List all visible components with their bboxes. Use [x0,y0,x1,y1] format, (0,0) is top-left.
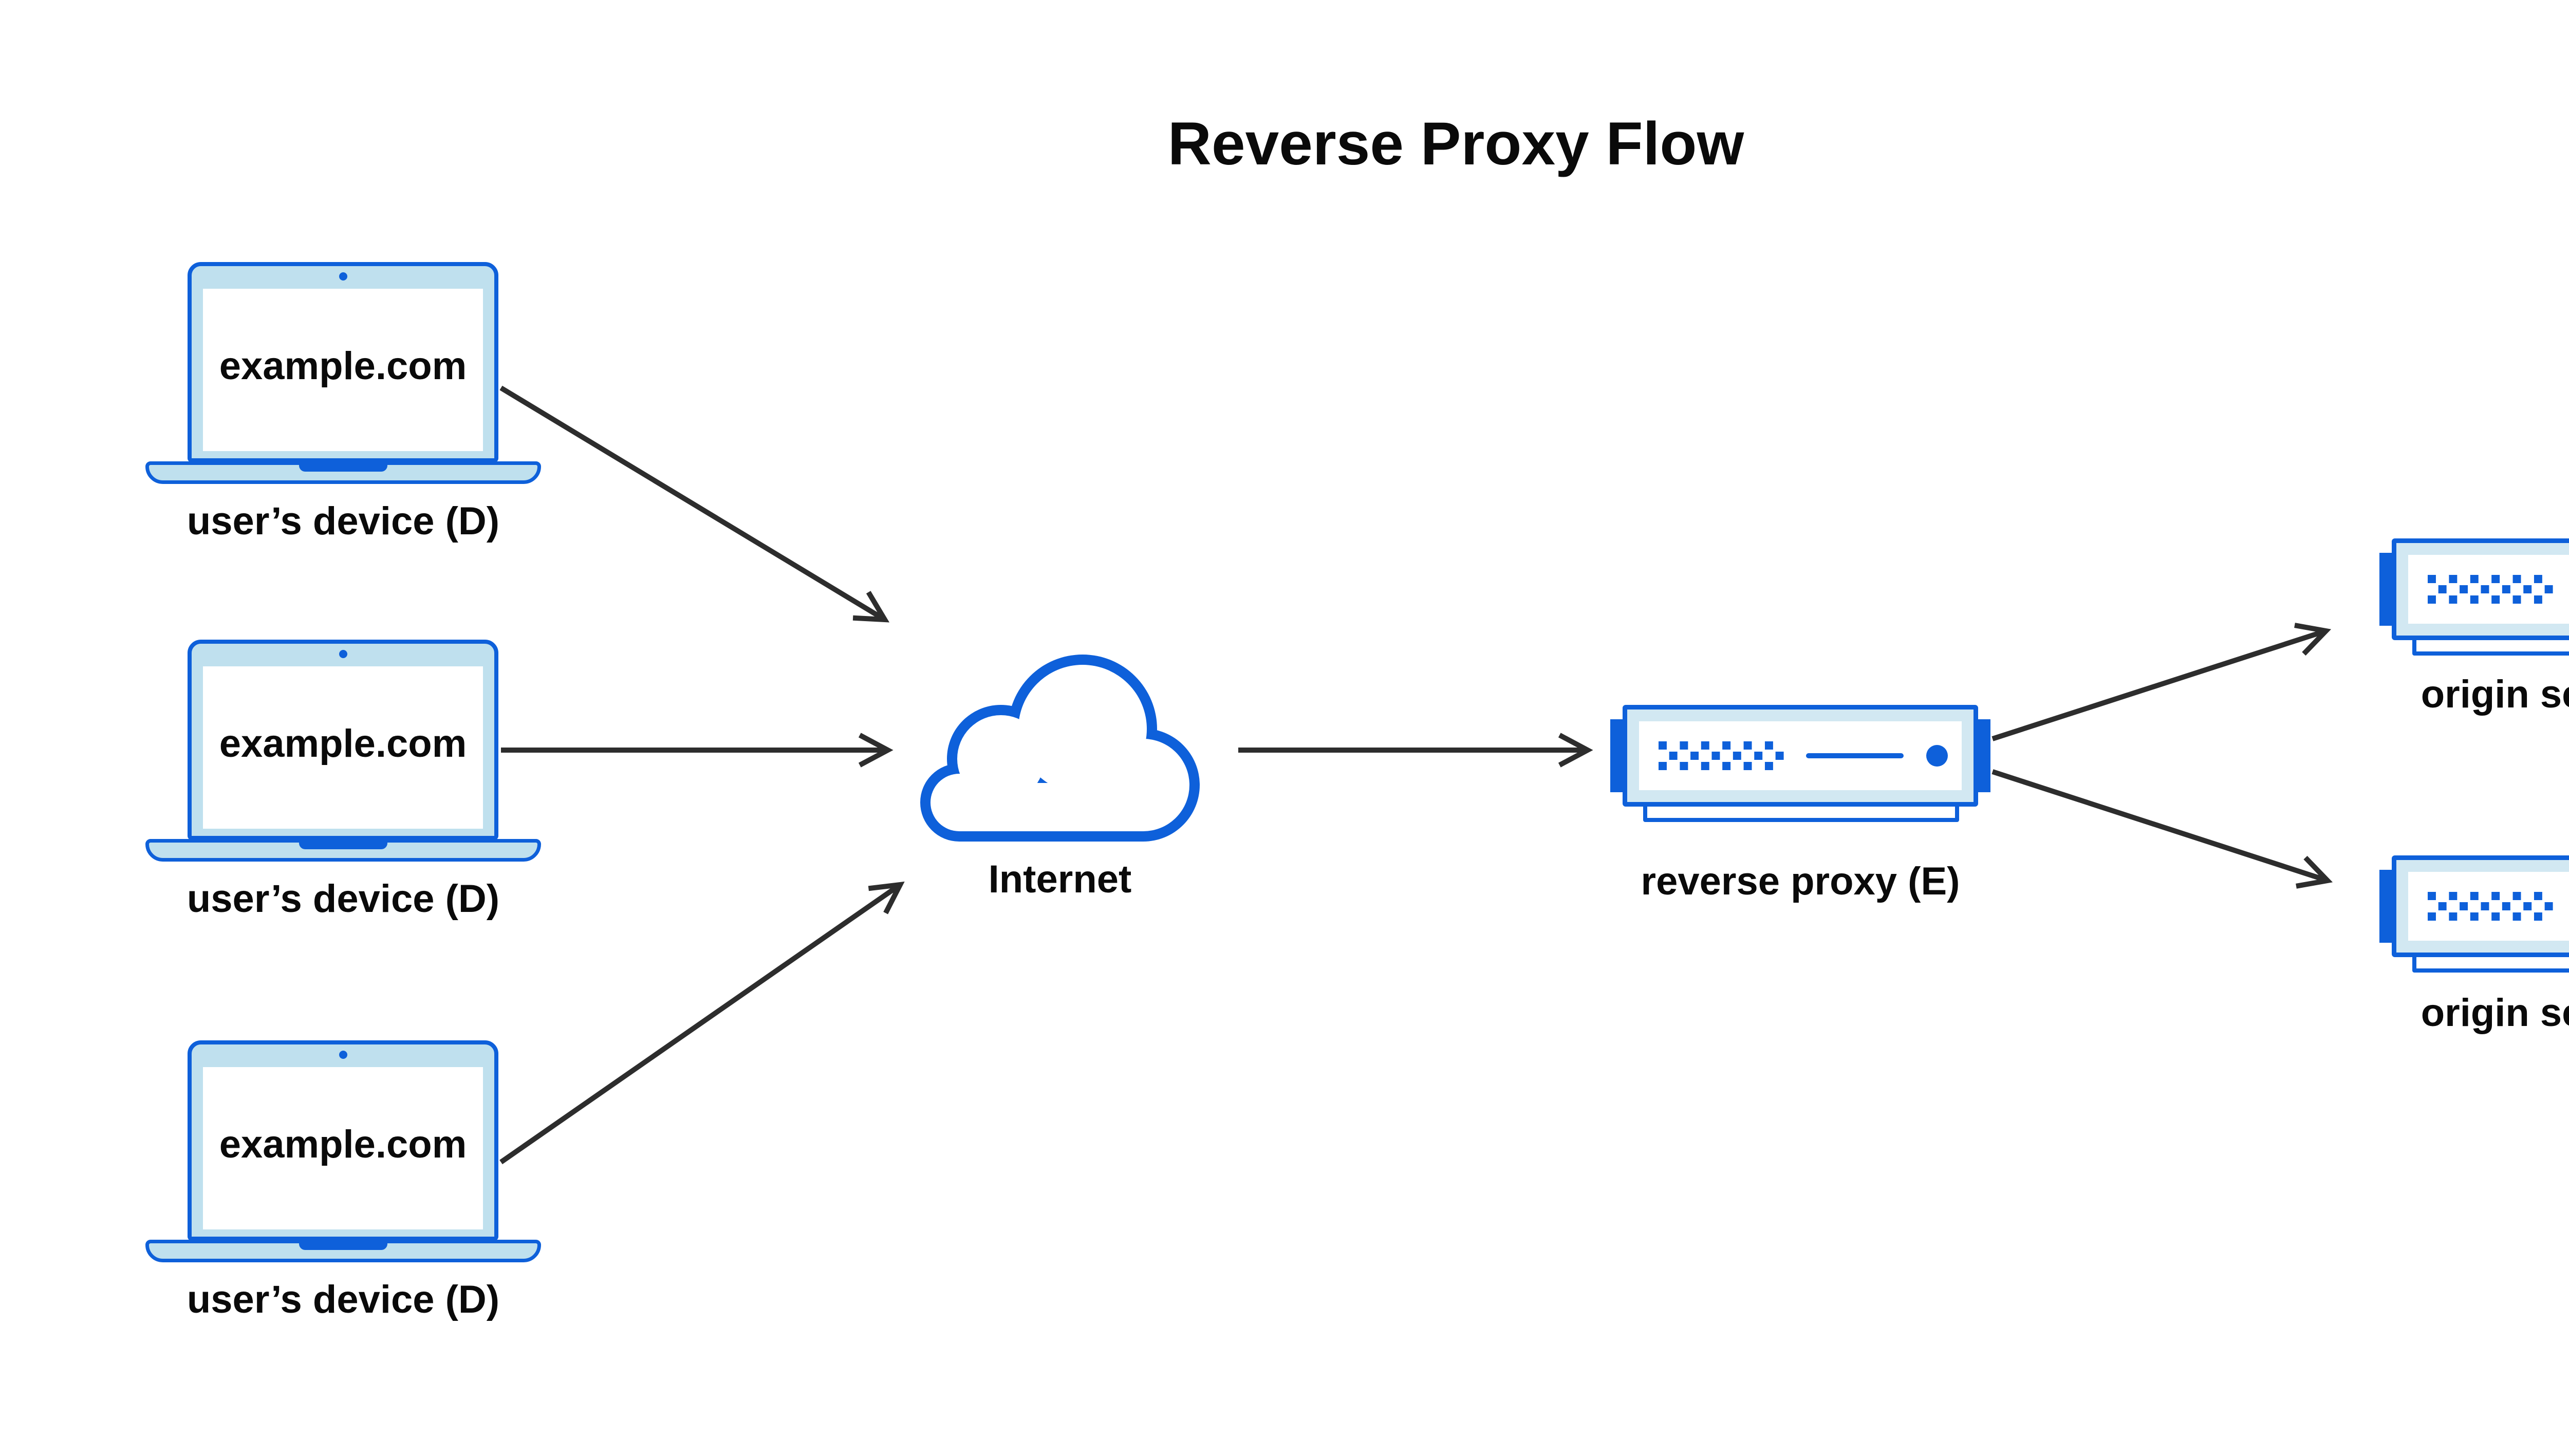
server-slot-icon [1806,753,1904,758]
server-led-icon [1926,745,1948,767]
arrow-user-device-2-to-internet [501,733,893,768]
server-chassis [1623,705,1978,807]
server-vents-icon [1659,741,1786,770]
arrow-internet-to-reverse-proxy [1238,733,1593,768]
server-icon-origin-2: origin server (F) [2379,855,2569,1035]
server-vents-icon [2428,892,2555,921]
arrow-reverse-proxy-to-origin-server-1 [1991,623,2332,741]
reverse-proxy-label: reverse proxy (E) [1641,860,1960,903]
origin-server-label: origin server (F) [2421,673,2569,716]
laptop-icon-device-1: example.com user’s device (D) [145,262,541,570]
server-faceplate [1639,721,1962,790]
server-vents-icon [2428,575,2555,604]
laptop-screen: example.com [188,262,498,462]
laptop-icon-device-2: example.com user’s device (D) [145,640,541,948]
laptop-hinge-notch [299,1242,387,1250]
laptop-screen: example.com [188,1040,498,1241]
diagram-title: Reverse Proxy Flow [1167,110,1744,178]
server-faceplate [2408,555,2569,624]
server-faceplate [2408,872,2569,941]
device-label: user’s device (D) [187,1278,500,1321]
device-label: user’s device (D) [187,877,500,921]
laptop-screen: example.com [188,640,498,840]
webcam-dot-icon [339,1051,347,1059]
device-screen-url: example.com [219,344,467,388]
laptop-display: example.com [203,1067,483,1229]
server-icon-reverse-proxy: reverse proxy (E) [1610,705,1990,903]
device-screen-url: example.com [219,1123,467,1166]
cloud-body [930,665,1189,831]
device-screen-url: example.com [219,722,467,766]
server-chassis [2392,538,2569,640]
device-label: user’s device (D) [187,499,500,543]
laptop-hinge-notch [299,464,387,472]
webcam-dot-icon [339,650,347,658]
laptop-hinge-notch [299,842,387,849]
laptop-display: example.com [203,289,483,451]
server-icon-origin-1: origin server (F) [2379,538,2569,716]
internet-label: Internet [988,857,1132,901]
server-chassis [2392,855,2569,957]
laptop-display: example.com [203,666,483,829]
laptop-icon-device-3: example.com user’s device (D) [145,1040,541,1349]
cloud-icon [920,655,1200,842]
origin-server-label: origin server (F) [2421,991,2569,1035]
arrow-user-device-3-to-internet [499,881,905,1165]
webcam-dot-icon [339,272,347,281]
